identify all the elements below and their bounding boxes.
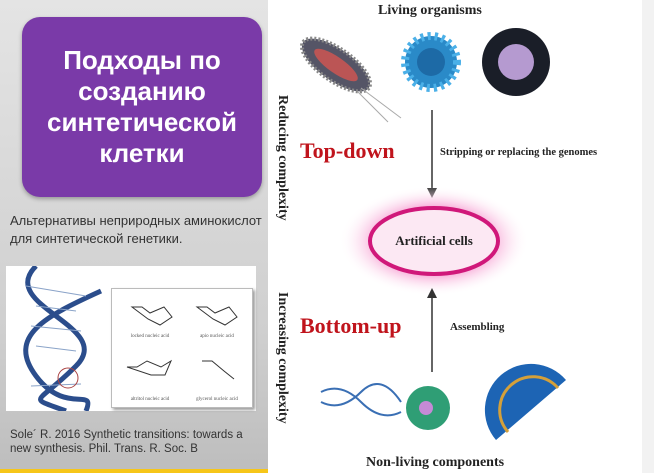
figure-label: apio nucleic acid [200, 334, 234, 339]
figure-label: locked nucleic acid [130, 334, 170, 339]
nucleic-acid-inset: locked nucleic acid apio nucleic acid al… [111, 288, 253, 408]
figure-label: glycerol nucleic acid [196, 397, 238, 402]
protein-icon [406, 386, 450, 430]
figure-caption: Альтернативы неприродных аминокислот для… [10, 213, 262, 246]
top-down-label: Top-down [300, 138, 395, 163]
artificial-cells-label: Artificial cells [395, 233, 473, 248]
artificial-cells-ring [368, 206, 500, 276]
liposome-icon [484, 363, 566, 440]
slide-edge [642, 0, 654, 473]
reference-citation: Sole´ R. 2016 Synthetic transitions: tow… [10, 429, 243, 455]
left-panel: Подходы по созданию синтетической клетки… [0, 0, 270, 473]
dna-figure: locked nucleic acid apio nucleic acid al… [6, 264, 256, 414]
non-living-label: Non-living components [366, 455, 505, 470]
axis-reducing-complexity: Reducing complexity [275, 95, 290, 221]
virus-icon [401, 32, 461, 92]
dna-icon [320, 383, 402, 417]
bottom-up-label: Bottom-up [300, 313, 402, 338]
top-arrow-label: Stripping or replacing the genomes [440, 147, 598, 158]
diagram-graphics [299, 28, 566, 440]
dna-helix-icon [23, 264, 103, 414]
bottom-arrow-label: Assembling [450, 321, 505, 333]
axis-increasing-complexity: Increasing complexity [275, 292, 290, 424]
slide-title: Подходы по созданию синтетической клетки [22, 17, 262, 197]
divider [0, 469, 268, 473]
bacterium-icon [299, 36, 402, 123]
cell-icon [482, 28, 550, 96]
living-organisms-label: Living organisms [378, 3, 482, 18]
diagram: Living organisms Top-down Stripping or r… [296, 0, 642, 473]
arrow-up-head [427, 288, 437, 298]
figure-label: altritol nucleic acid [130, 397, 170, 402]
molecule-structures-icon [126, 306, 238, 380]
axis-strip: Reducing complexity Increasing complexit… [268, 0, 296, 473]
